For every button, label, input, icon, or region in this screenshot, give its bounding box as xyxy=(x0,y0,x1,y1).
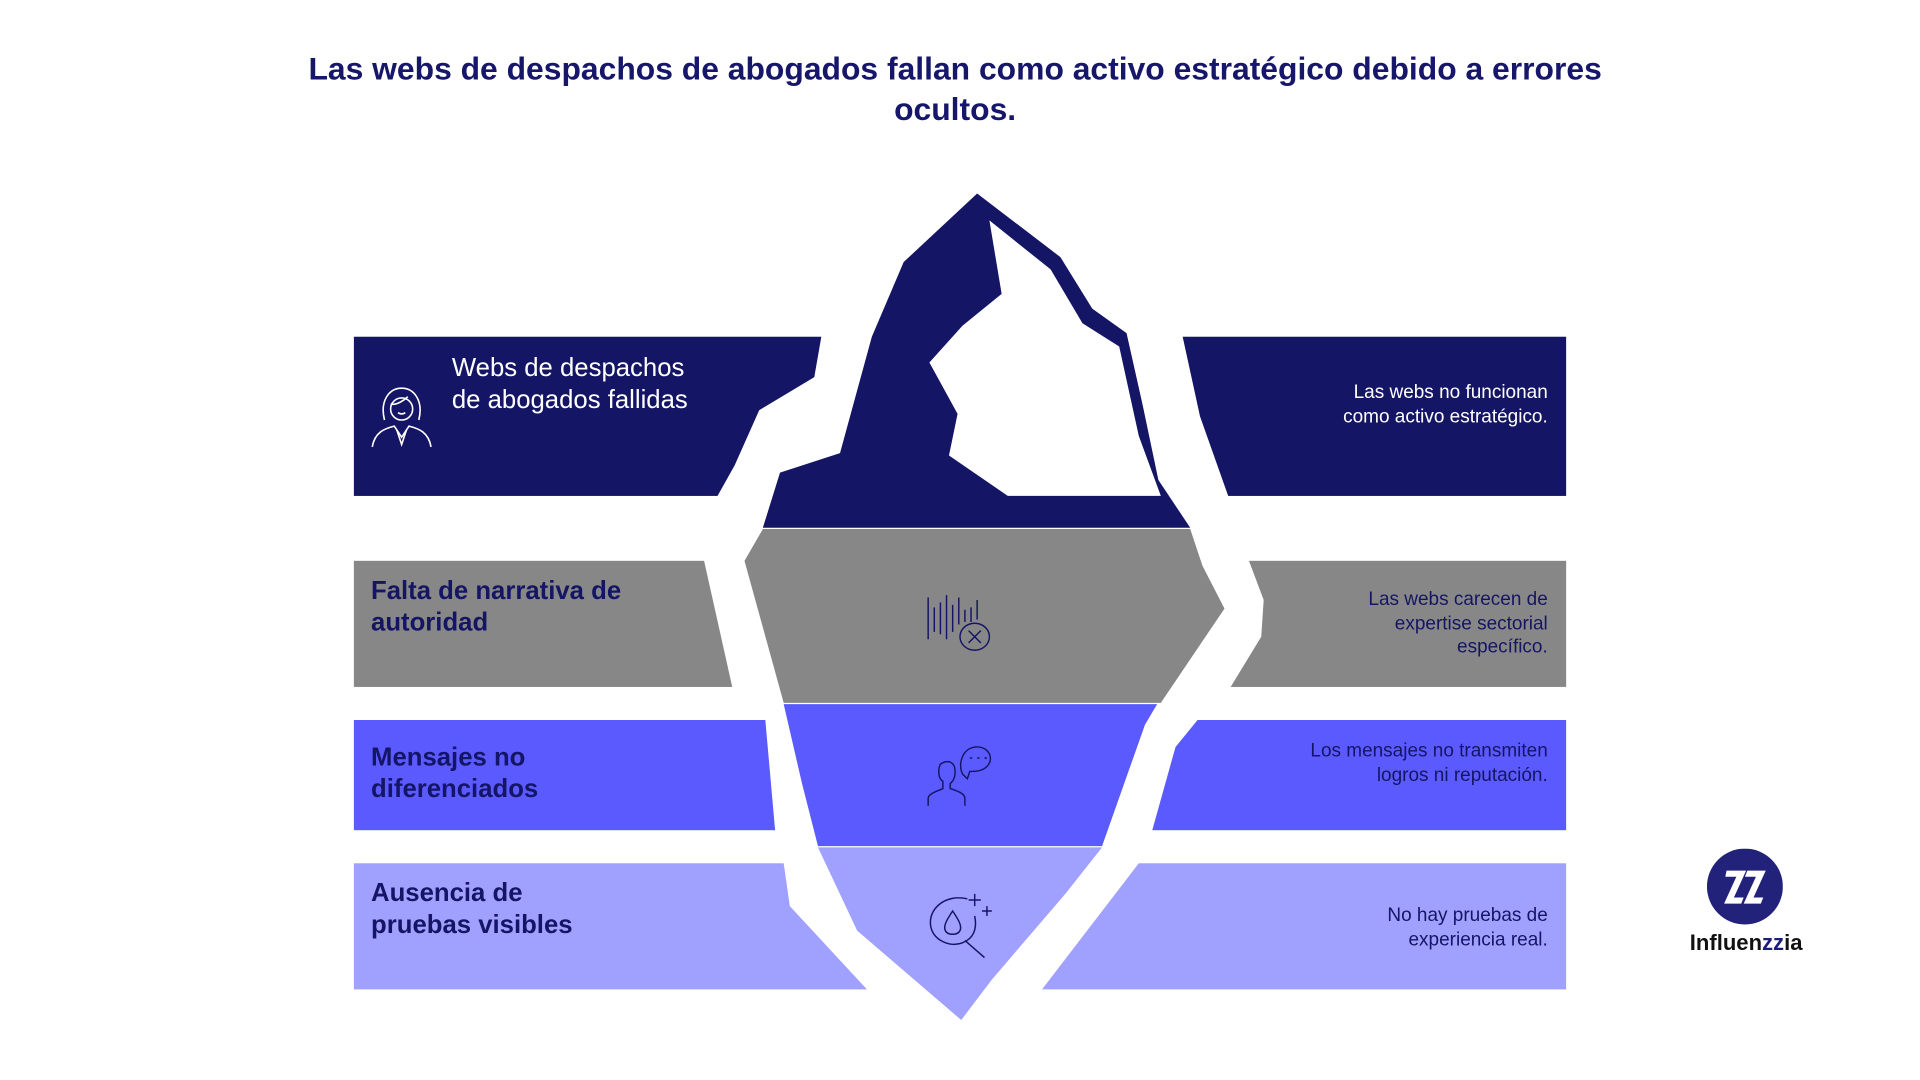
person-speech-icon xyxy=(927,746,992,806)
layer-1-label: Webs de despachos de abogados fallidas xyxy=(451,353,688,414)
page-title: Las webs de despachos de abogados fallan… xyxy=(308,50,1602,128)
influenzzia-logo-text: Influenzzia xyxy=(1682,931,1809,957)
influenzzia-logo-icon xyxy=(1706,848,1783,925)
logo-text-suffix: ia xyxy=(1784,930,1803,956)
sound-bars-cancel-icon xyxy=(927,595,991,651)
iceberg-layer-4 xyxy=(817,847,1103,1021)
iceberg-snow xyxy=(929,220,1161,496)
layer-4-label: Ausencia de pruebas visibles xyxy=(371,879,573,940)
iceberg-layer-2 xyxy=(744,528,1225,703)
layer-3-description: Los mensajes no transmiten logros ni rep… xyxy=(1310,740,1548,786)
layer-2-description: Las webs carecen de expertise sectorial … xyxy=(1368,588,1548,658)
logo-text-prefix: Influen xyxy=(1689,930,1763,956)
layer-3-label: Mensajes no diferenciados xyxy=(371,743,539,804)
iceberg-layer-3 xyxy=(783,704,1158,847)
layer-4-description: No hay pruebas de experiencia real. xyxy=(1387,904,1548,950)
logo-text-highlight: zz xyxy=(1762,930,1785,956)
lawyer-icon xyxy=(371,387,432,448)
layer-1-description: Las webs no funcionan como activo estrat… xyxy=(1343,382,1548,427)
drop-search-icon xyxy=(929,893,992,959)
layer-2-label: Falta de narrativa de autoridad xyxy=(371,576,622,637)
